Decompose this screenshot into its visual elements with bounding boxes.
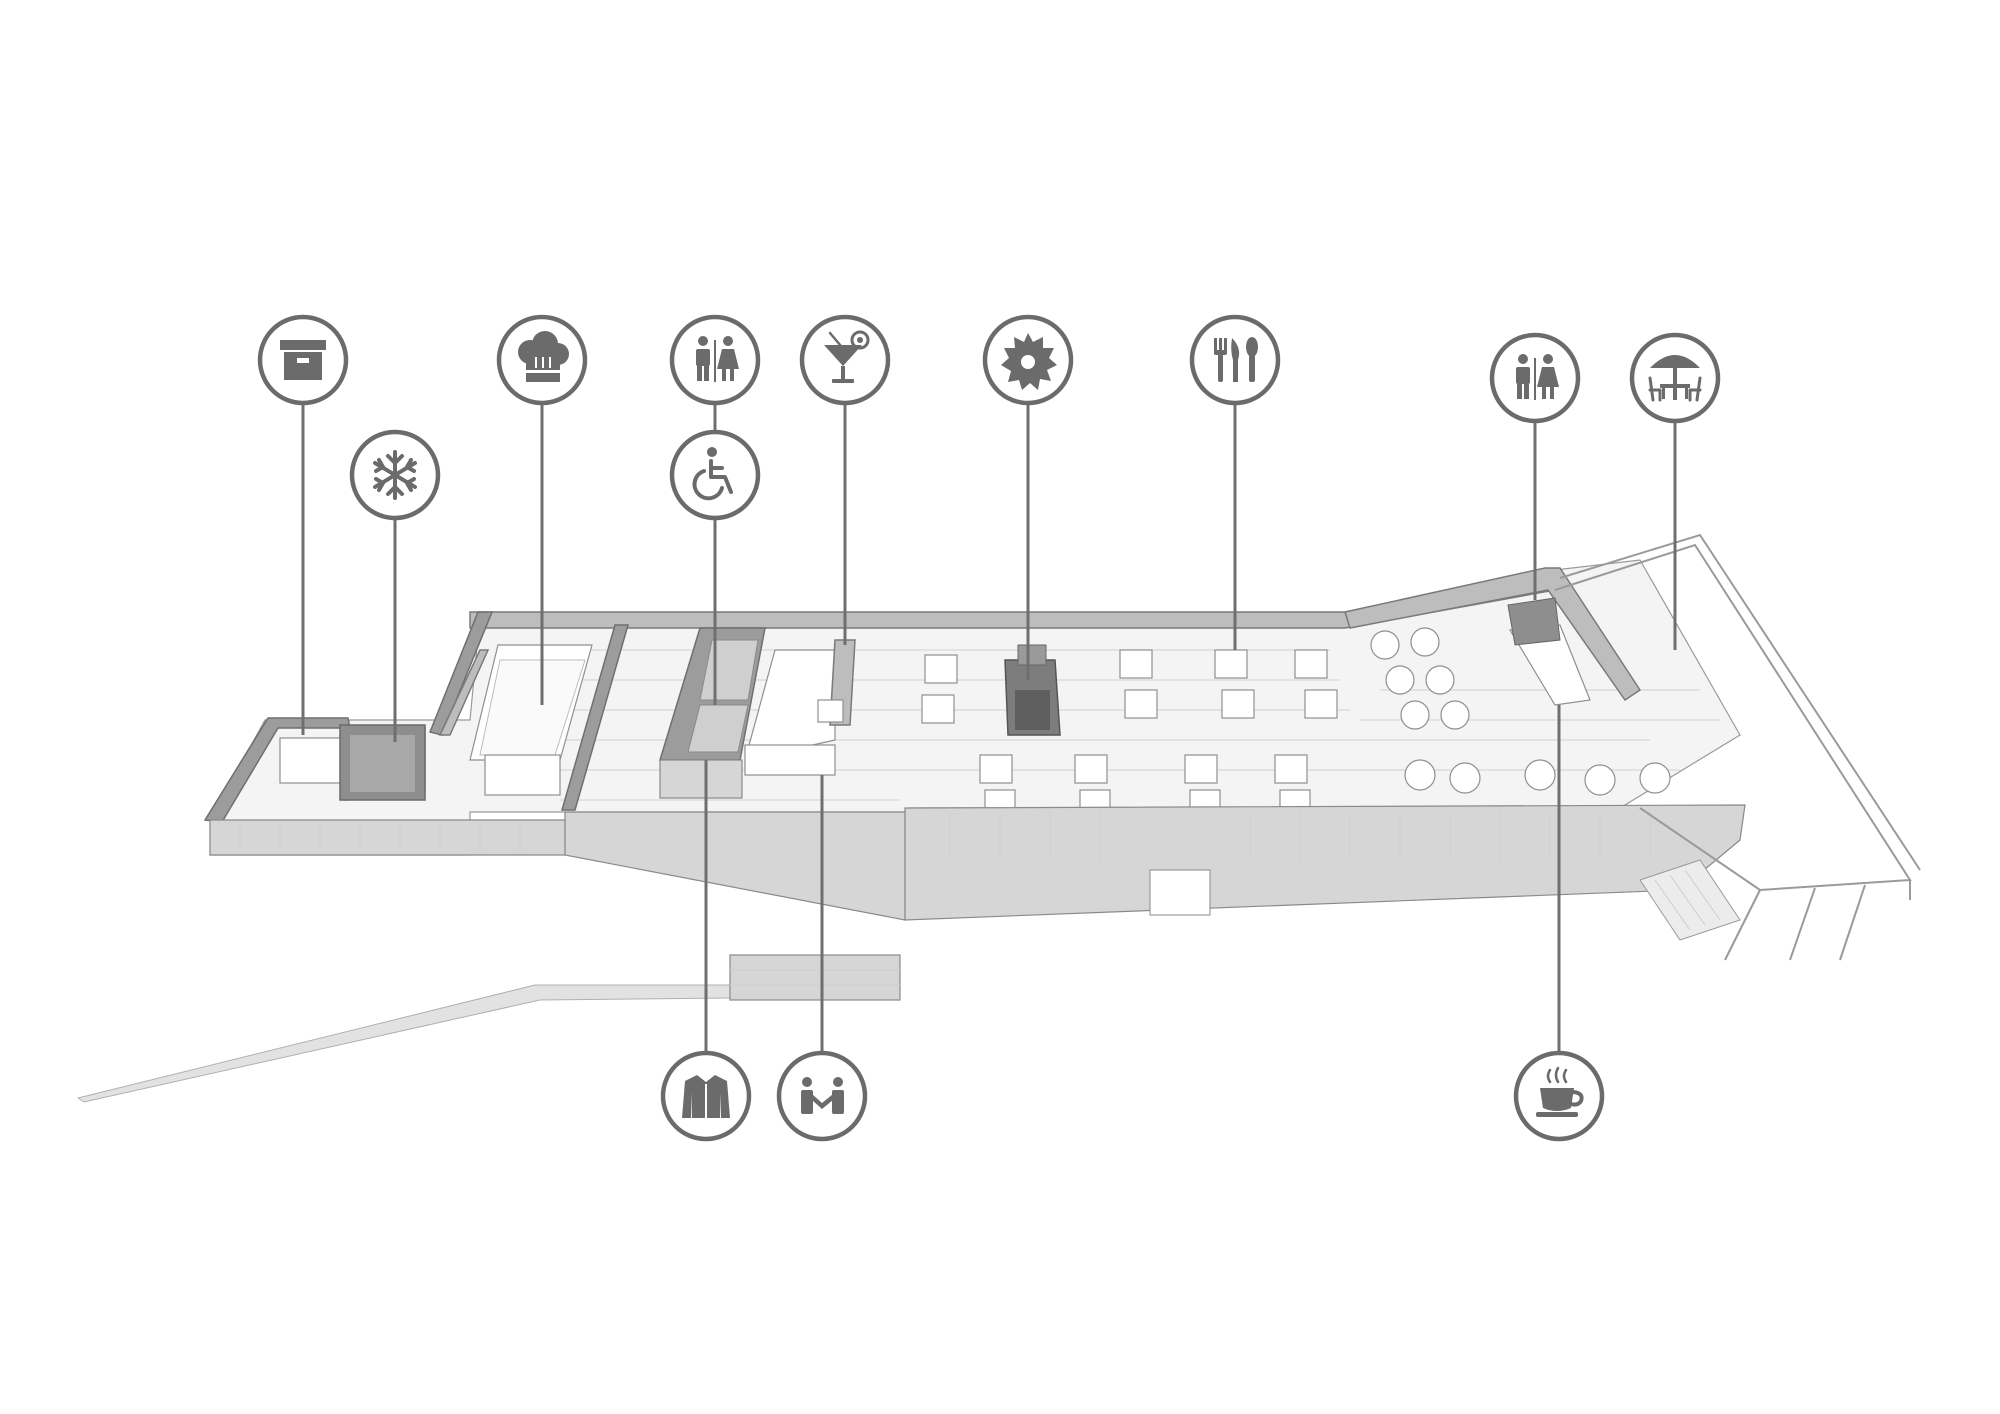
jacket-icon xyxy=(682,1075,730,1118)
callout-toilets-main xyxy=(669,314,761,406)
callout-bar xyxy=(799,314,891,406)
callout-cloakroom xyxy=(660,1050,752,1142)
saw-blade-icon xyxy=(1001,333,1057,390)
storage-box-icon xyxy=(280,340,326,380)
callout-toilets-cafe xyxy=(1489,332,1581,424)
callout-reception xyxy=(776,1050,868,1142)
facade-left-lower xyxy=(564,811,906,921)
cold-room xyxy=(339,724,426,801)
restroom-icon xyxy=(696,336,739,382)
terrace-umbrella-icon xyxy=(1648,355,1702,402)
kitchen-wall-left xyxy=(428,611,494,736)
callout-cold-store xyxy=(349,429,441,521)
kitchen-area xyxy=(438,644,593,796)
reception-handshake-icon xyxy=(801,1077,844,1114)
snowflake-icon xyxy=(373,450,417,500)
callout-storage xyxy=(257,314,349,406)
cafe-back-wall xyxy=(1344,567,1642,702)
leader-lines xyxy=(301,402,1677,1054)
ground-slope xyxy=(76,984,731,1103)
cafe-lounge-chairs xyxy=(1370,627,1671,796)
cafe-counter xyxy=(1507,597,1591,706)
callout-sawmill xyxy=(982,314,1074,406)
cutlery-icon xyxy=(1214,337,1258,382)
building xyxy=(76,533,1921,1103)
coffee-cup-icon xyxy=(1536,1066,1584,1117)
facade-left xyxy=(209,819,566,856)
callout-terrace xyxy=(1629,332,1721,424)
kitchen-wall-mid xyxy=(561,624,629,811)
sawmill-feature xyxy=(1004,644,1061,736)
bar-counter xyxy=(744,639,856,776)
callout-cafe xyxy=(1513,1050,1605,1142)
cocktail-icon xyxy=(824,330,870,383)
entrance-steps xyxy=(729,954,901,1001)
callout-restaurant xyxy=(1189,314,1281,406)
terrace-steps xyxy=(1639,859,1741,941)
chef-hat-icon xyxy=(518,331,569,382)
facade-slats xyxy=(239,812,1651,860)
facade-main xyxy=(904,804,1746,921)
wheelchair-icon xyxy=(692,447,733,501)
callout-kitchen xyxy=(496,314,588,406)
restroom-icon xyxy=(1516,354,1559,400)
terrace-railing xyxy=(1554,533,1921,961)
callout-accessible-wc xyxy=(669,429,761,521)
facade-door xyxy=(1149,869,1211,916)
